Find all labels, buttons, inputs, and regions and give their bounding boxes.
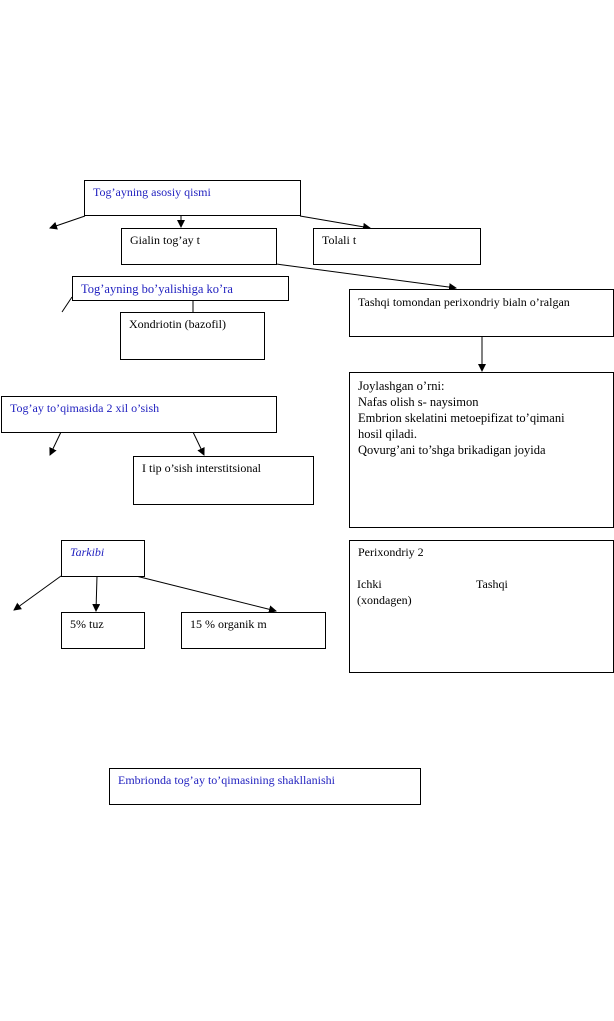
arrow-composition-to-salt (92, 575, 101, 612)
location-line: Embrion skelatini metoepifizat to’qimani (358, 411, 565, 425)
embryo-label: Embrionda tog’ay to’qimasining shakllani… (118, 773, 335, 787)
perichondrium-inner-label: Ichki (357, 577, 382, 591)
arrow-main-to-left (49, 215, 86, 230)
location-line: Qovurg’ani to’shga brikadigan joyida (358, 443, 546, 457)
type-one-label: I tip o’sish interstitsional (142, 461, 261, 475)
by-growth-box: Tog’ayning bo’yalishiga ko’ra (72, 276, 289, 301)
by-growth-label: Tog’ayning bo’yalishiga ko’ra (81, 282, 233, 296)
location-line: hosil qiladi. (358, 427, 418, 441)
main-part-box: Tog’ayning asosiy qismi (84, 180, 301, 216)
main-part-label: Tog’ayning asosiy qismi (93, 185, 211, 199)
embryo-box: Embrionda tog’ay to’qimasining shakllani… (109, 768, 421, 805)
salt-label: 5% tuz (70, 617, 104, 631)
perichondrium-outer-box: Tashqi tomondan perixondriy bialn o’ralg… (349, 289, 614, 337)
arrow-growth-left (49, 431, 62, 456)
type-one-box: I tip o’sish interstitsional (133, 456, 314, 505)
location-line: Joylashgan o’rni: (358, 379, 445, 393)
perichondrium-outer-type-label: Tashqi (476, 577, 508, 591)
arrow-hyaline-to-perichondrium (275, 263, 457, 292)
hyaline-box: Gialin tog’ay t (121, 228, 277, 265)
salt-box: 5% tuz (61, 612, 145, 649)
growth-two-types-box: Tog’ay to’qimasida 2 xil o’sish (1, 396, 277, 433)
composition-box: Tarkibi (61, 540, 145, 577)
location-line: Nafas olish s- naysimon (358, 395, 479, 409)
perichondrium-two-title: Perixondriy 2 (358, 545, 424, 559)
composition-label: Tarkibi (70, 545, 105, 559)
location-box: Joylashgan o’rni: Nafas olish s- naysimo… (349, 372, 614, 528)
perichondrium-inner-sub-label: (xondagen) (357, 593, 412, 607)
chondroitin-box: Xondriotin (bazofil) (120, 312, 265, 360)
growth-two-types-label: Tog’ay to’qimasida 2 xil o’sish (10, 401, 160, 415)
chondroitin-label: Xondriotin (bazofil) (129, 317, 226, 331)
fibrous-label: Tolali t (322, 233, 357, 247)
fibrous-box: Tolali t (313, 228, 481, 265)
perichondrium-outer-label: Tashqi tomondan perixondriy bialn o’ralg… (358, 295, 570, 309)
organic-label: 15 % organik m (190, 617, 267, 631)
arrow-main-to-fibrous (299, 215, 371, 231)
line-growth-left (61, 296, 73, 313)
arrow-growth-to-type-one (192, 431, 205, 456)
arrow-composition-left (13, 575, 62, 611)
hyaline-label: Gialin tog’ay t (130, 233, 200, 247)
arrow-composition-to-organic (135, 575, 277, 614)
organic-box: 15 % organik m (181, 612, 326, 649)
